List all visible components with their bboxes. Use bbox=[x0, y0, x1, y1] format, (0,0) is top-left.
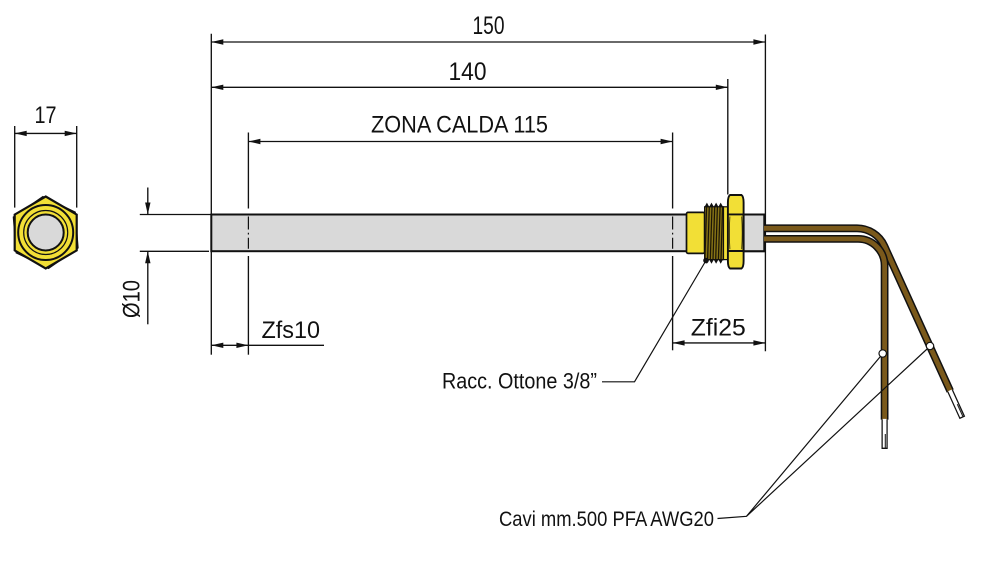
svg-text:150: 150 bbox=[473, 12, 505, 40]
svg-text:17: 17 bbox=[35, 102, 57, 129]
svg-text:Zfi25: Zfi25 bbox=[691, 315, 746, 342]
svg-text:Ø10: Ø10 bbox=[119, 280, 146, 318]
svg-text:Zfs10: Zfs10 bbox=[262, 317, 321, 344]
svg-text:140: 140 bbox=[449, 58, 487, 86]
svg-text:Racc. Ottone 3/8”: Racc. Ottone 3/8” bbox=[442, 369, 597, 394]
svg-text:Cavi mm.500 PFA AWG20: Cavi mm.500 PFA AWG20 bbox=[499, 508, 714, 531]
svg-text:ZONA CALDA 115: ZONA CALDA 115 bbox=[371, 111, 548, 138]
